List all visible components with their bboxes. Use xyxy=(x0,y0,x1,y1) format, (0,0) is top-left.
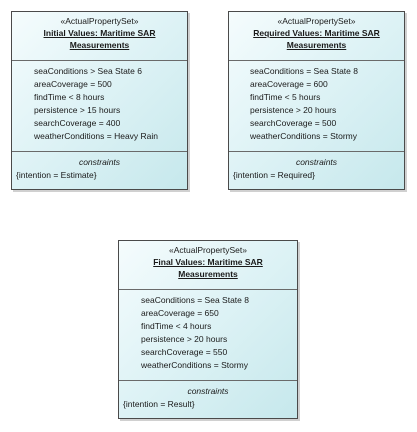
attribute-item: seaConditions = Sea State 8 xyxy=(141,295,249,305)
block-title: Final Values: Maritime SAR xyxy=(153,257,263,267)
block-title-line2: Measurements xyxy=(286,40,347,50)
divider xyxy=(229,60,404,61)
constraints-heading: constraints xyxy=(295,157,338,167)
block-header: «ActualPropertySet» Final Values: Mariti… xyxy=(119,241,297,280)
attribute-item: findTime < 5 hours xyxy=(250,92,321,103)
attribute-item: areaCoverage = 650 xyxy=(141,308,219,319)
attribute-item: persistence > 20 hours xyxy=(250,105,337,116)
attribute-list: seaConditions = Sea State 8 areaCoverage… xyxy=(250,65,358,144)
attribute-item: weatherConditions = Stormy xyxy=(250,131,358,142)
block-title: Required Values: Maritime SAR xyxy=(253,28,380,38)
attribute-list: seaConditions = Sea State 8 areaCoverage… xyxy=(141,294,249,373)
attribute-item: areaCoverage = 600 xyxy=(250,79,328,90)
attribute-item: persistence > 15 hours xyxy=(34,105,121,116)
block-title-line2: Measurements xyxy=(69,40,130,50)
block-header: «ActualPropertySet» Required Values: Mar… xyxy=(229,12,404,51)
attribute-item: seaConditions > Sea State 6 xyxy=(34,66,142,76)
block-title: Initial Values: Maritime SAR xyxy=(43,28,156,38)
constraints-heading: constraints xyxy=(187,386,229,396)
attribute-item: areaCoverage = 500 xyxy=(34,79,112,90)
property-set-required-values[interactable]: «ActualPropertySet» Required Values: Mar… xyxy=(228,11,405,190)
block-header: «ActualPropertySet» Initial Values: Mari… xyxy=(12,12,187,51)
divider xyxy=(12,60,187,61)
attribute-item: seaConditions = Sea State 8 xyxy=(250,66,358,76)
stereotype-label: «ActualPropertySet» xyxy=(277,16,356,26)
attribute-item: searchCoverage = 400 xyxy=(34,118,121,129)
property-set-initial-values[interactable]: «ActualPropertySet» Initial Values: Mari… xyxy=(11,11,188,190)
property-set-final-values[interactable]: «ActualPropertySet» Final Values: Mariti… xyxy=(118,240,298,419)
stereotype-label: «ActualPropertySet» xyxy=(60,16,139,26)
attribute-item: findTime < 8 hours xyxy=(34,92,105,103)
divider xyxy=(229,151,404,152)
block-title-line2: Measurements xyxy=(178,269,238,279)
attribute-item: weatherConditions = Stormy xyxy=(141,360,249,371)
attribute-item: searchCoverage = 550 xyxy=(141,347,228,358)
constraint-value: {intention = Estimate} xyxy=(16,170,97,180)
attribute-item: findTime < 4 hours xyxy=(141,321,212,332)
constraint-value: {intention = Required} xyxy=(233,170,315,180)
attribute-list: seaConditions > Sea State 6 areaCoverage… xyxy=(34,65,158,144)
divider xyxy=(12,151,187,152)
constraint-value: {intention = Result} xyxy=(123,399,195,409)
stereotype-label: «ActualPropertySet» xyxy=(169,245,247,255)
constraints-heading: constraints xyxy=(78,157,121,167)
divider xyxy=(119,380,297,381)
attribute-item: searchCoverage = 500 xyxy=(250,118,337,129)
attribute-item: persistence > 20 hours xyxy=(141,334,228,345)
attribute-item: weatherConditions = Heavy Rain xyxy=(34,131,159,142)
divider xyxy=(119,289,297,290)
